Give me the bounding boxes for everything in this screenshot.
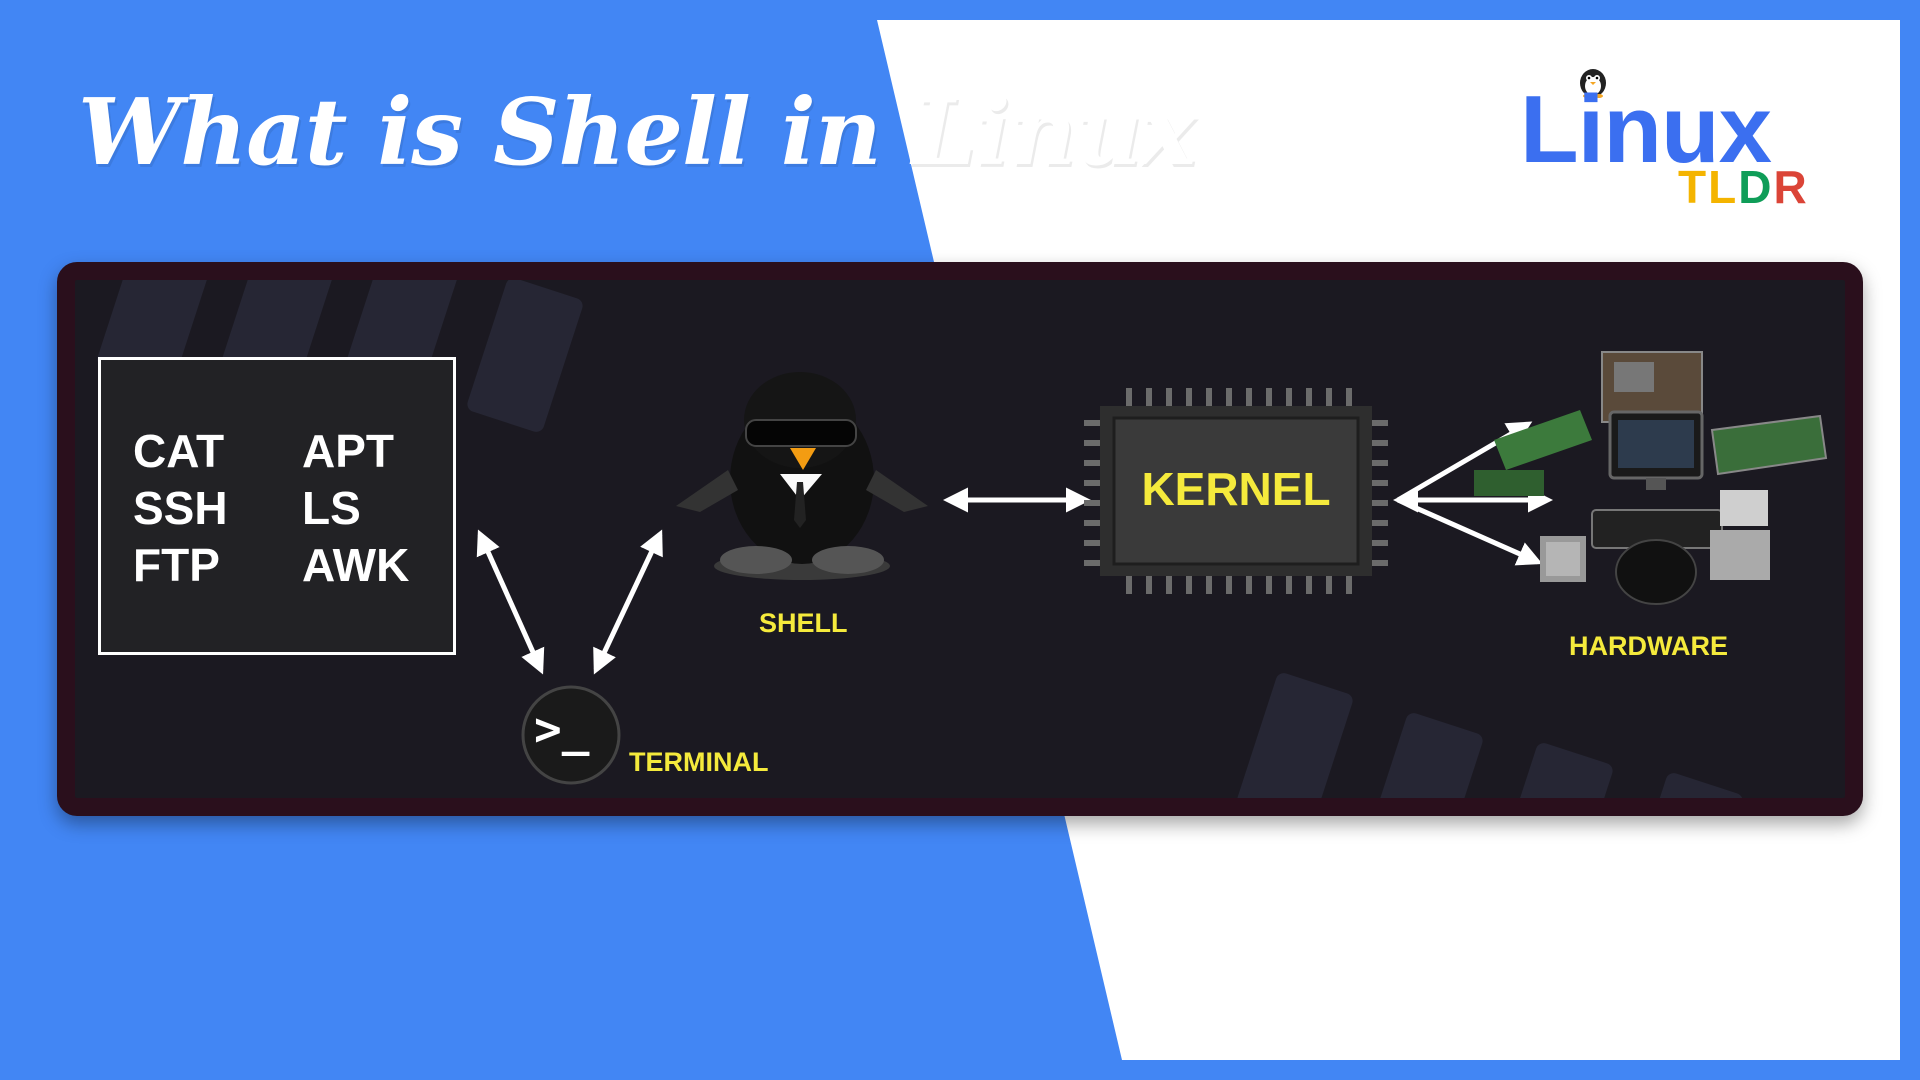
command-item: AWK [302, 539, 410, 591]
kernel-label: KERNEL [1141, 463, 1331, 515]
command-item: LS [302, 482, 361, 534]
logo-letter: D [1738, 161, 1774, 213]
hardware-collage-icon [1474, 351, 1828, 605]
shell-label: SHELL [759, 608, 848, 638]
command-item: APT [302, 425, 394, 477]
command-item: SSH [133, 482, 228, 534]
command-item: FTP [133, 539, 220, 591]
logo-letter: R [1773, 161, 1809, 213]
kernel-chip-icon [1084, 388, 1388, 594]
terminal-label: TERMINAL [629, 747, 769, 777]
hardware-label: HARDWARE [1569, 631, 1728, 661]
commands-box [98, 357, 456, 655]
logo-letter: L [1708, 161, 1739, 213]
arrow-terminal-shell [593, 529, 663, 675]
page-title: What is Shell in Linux [78, 78, 1196, 186]
arrow-kernel-hardware-down [1396, 497, 1543, 566]
command-item: CAT [133, 425, 225, 477]
terminal-prompt-text: >_ [534, 702, 590, 756]
logo-letter: T [1678, 161, 1709, 213]
logo-sub-text: TLDR [1678, 164, 1809, 210]
shell-penguin-icon [676, 372, 928, 580]
penguin-logo-icon [1580, 69, 1606, 98]
terminal-icon [521, 685, 621, 785]
logo-word: Linux [1520, 76, 1772, 183]
linux-tldr-logo: Linux TLDR [1520, 60, 1820, 210]
arrow-commands-terminal [476, 529, 545, 675]
